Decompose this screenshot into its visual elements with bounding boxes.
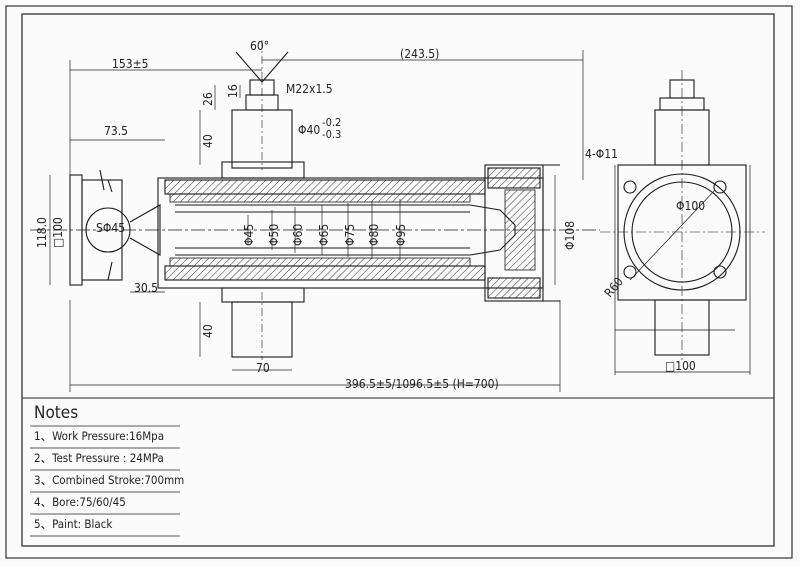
stage-diameter-50: Φ50 [267,224,281,246]
stage-diameter-75: Φ75 [343,224,357,246]
thread-label: M22x1.5 [286,82,333,96]
rod-diameter-label: Φ40 [298,123,320,137]
note-item-5: 5、Paint: Black [34,517,112,531]
note-item-2: 2、Test Pressure : 24MPa [34,451,164,465]
d16-label: 16 [226,84,240,98]
rod-tol-upper: -0.2 [322,116,341,129]
overall-length-label: 396.5±5/1096.5±5 (H=700) [345,377,499,391]
inner-frame [21,13,775,547]
rod-tol-lower: -0.3 [322,128,341,141]
sq100-right-label: □100 [665,359,696,373]
d40-bottom-label: 40 [201,324,215,338]
stage-diameter-65: Φ65 [317,224,331,246]
d30-5-label: 30.5 [134,281,158,295]
d118-label: 118.0 [35,217,49,248]
pitch-circle-label: Φ100 [676,199,705,213]
radius-label: R60 [602,275,626,300]
d70-label: 70 [256,361,270,375]
d73-5-label: 73.5 [104,124,128,138]
stage-diameter-60: Φ60 [291,224,305,246]
total-length-top-label: (243.5) [400,47,439,61]
note-item-3: 3、Combined Stroke:700mm [34,473,184,487]
stage-diameter-95: Φ95 [394,224,408,246]
angle-label: 60° [250,39,269,53]
sq100-left-label: □100 [51,217,65,248]
note-item-4: 4、Bore:75/60/45 [34,495,126,509]
side-view [30,40,600,360]
ball-label: SΦ45 [96,221,125,235]
holes-label: 4-Φ11 [585,147,618,161]
outer-frame [5,5,793,559]
notes-title: Notes [34,403,78,423]
end-view [600,70,765,375]
dimension-lines [49,50,584,392]
barrel-diameter-label: Φ108 [563,221,577,250]
left-offset-label: 153±5 [112,57,149,71]
d26-label: 26 [201,92,215,106]
stage-diameter-45: Φ45 [242,224,256,246]
d40-top-label: 40 [201,134,215,148]
stage-diameter-80: Φ80 [367,224,381,246]
note-item-1: 1、Work Pressure:16Mpa [34,429,164,443]
